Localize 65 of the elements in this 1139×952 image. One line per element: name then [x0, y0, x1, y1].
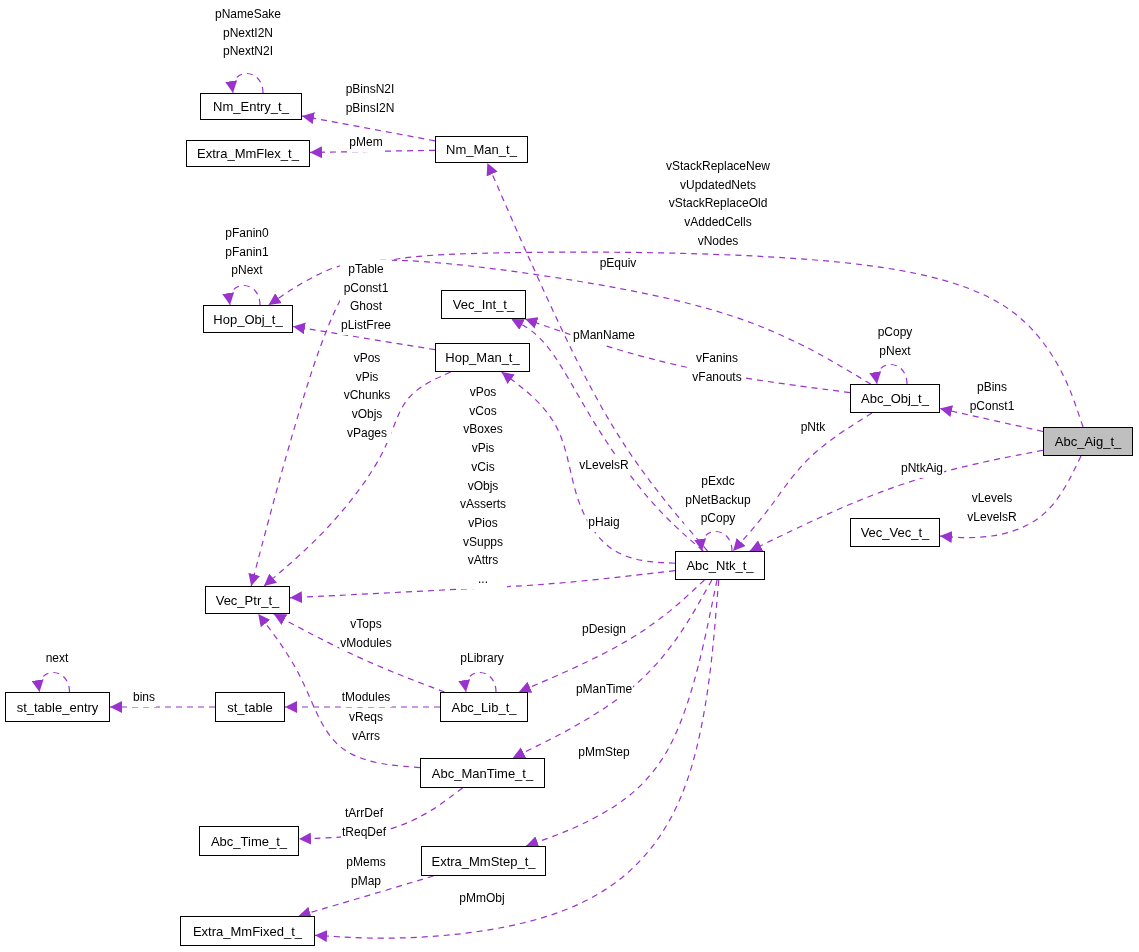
- arrow: [267, 259, 872, 385]
- struct-box: [5, 692, 110, 722]
- arrow: [263, 371, 452, 587]
- struct-box: [180, 916, 315, 946]
- arrow: [501, 371, 676, 564]
- struct-name: Extra_MmFlex_t_: [197, 146, 299, 161]
- arrow: [512, 579, 713, 759]
- arrow: [939, 405, 1044, 433]
- struct-name: Extra_MmFixed_t_: [192, 923, 303, 939]
- arrow: [939, 455, 1082, 543]
- arrow: [257, 613, 421, 769]
- struct-name: Hop_Obj_t_: [213, 311, 283, 327]
- struct-box: [203, 305, 293, 333]
- self-loop-arrow: [870, 363, 908, 385]
- struct-box: [850, 518, 940, 547]
- arrow: [525, 579, 718, 848]
- struct-box: [421, 846, 546, 876]
- struct-box: [675, 551, 765, 580]
- struct-name: Vec_Ptr_t_: [215, 592, 280, 608]
- struct-name: st_table_entry: [16, 699, 99, 715]
- self-loop-arrow: [695, 530, 733, 552]
- arrow: [273, 613, 446, 693]
- arrow: [284, 701, 441, 713]
- struct-name: Abc_Time_t_: [210, 833, 288, 849]
- arrow: [510, 318, 704, 552]
- struct-box: [200, 93, 302, 120]
- arrow: [292, 322, 436, 351]
- arrow: [314, 579, 720, 943]
- self-loop-arrow: [226, 72, 264, 94]
- struct-name: Abc_Lib_t_: [451, 699, 517, 715]
- struct-box: [440, 692, 528, 722]
- struct-name: Nm_Man_t_: [446, 142, 517, 157]
- struct-box: [205, 586, 290, 614]
- struct-name: Extra_MmStep_t_: [431, 853, 536, 869]
- edge-label: vLevelsR: [578, 456, 630, 475]
- struct-box: [420, 758, 545, 788]
- self-loop-arrow: [33, 671, 71, 693]
- struct-name: Nm_Entry_t_: [213, 99, 289, 114]
- struct-box: [215, 692, 285, 722]
- struct-name: Abc_ManTime_t_: [431, 765, 534, 781]
- struct-name: Abc_Obj_t_: [861, 391, 929, 406]
- struct-name: Vec_Vec_t_: [860, 525, 930, 540]
- self-loop-arrow: [459, 671, 497, 693]
- edge-label: pTable pConst1 Ghost pListFree: [340, 260, 392, 335]
- arrow: [732, 412, 873, 552]
- arrow: [248, 251, 1084, 587]
- struct-name: Abc_Aig_t_: [1054, 434, 1122, 449]
- struct-box: [850, 384, 940, 413]
- struct-box: [435, 343, 530, 372]
- struct-name: Abc_Ntk_t_: [686, 558, 754, 573]
- struct-name: Hop_Man_t_: [445, 350, 520, 365]
- arrow: [486, 162, 709, 552]
- arrow: [749, 449, 1044, 552]
- struct-box: [435, 136, 528, 163]
- arrow: [109, 701, 216, 713]
- struct-box: [186, 140, 310, 167]
- struct-box: [441, 290, 526, 319]
- arrow: [289, 570, 676, 604]
- arrow: [518, 579, 706, 693]
- struct-box: [1043, 427, 1133, 456]
- arrow: [301, 112, 436, 142]
- struct-name: Vec_Int_t_: [452, 297, 515, 312]
- self-loop-arrow: [223, 284, 261, 306]
- struct-name: st_table: [227, 699, 273, 715]
- struct-box: [199, 826, 299, 856]
